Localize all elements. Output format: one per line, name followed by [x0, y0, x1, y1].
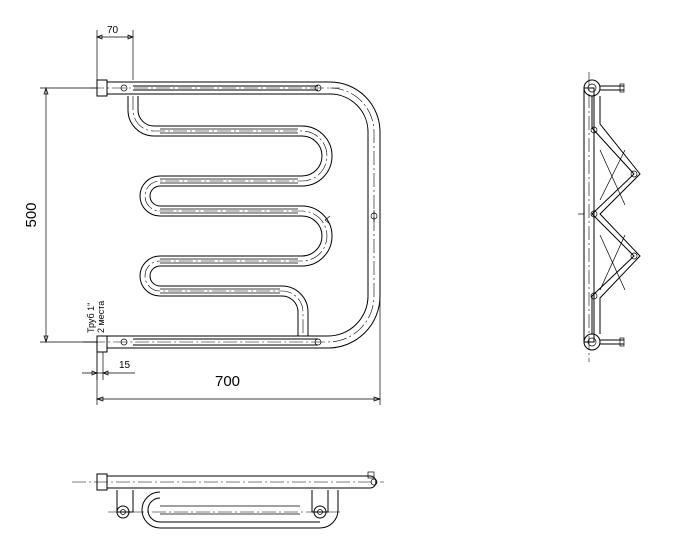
front-view: 70 500 700 15 Труб 1	[23, 25, 382, 405]
pipe-note-line2: 2 места	[96, 301, 106, 333]
bottom-pipe	[96, 335, 322, 353]
dimension-700-label: 700	[215, 373, 240, 390]
pipe-note-line1: Труб 1"	[86, 303, 96, 333]
dimension-70	[96, 30, 134, 80]
dimension-15-label: 15	[119, 360, 131, 371]
outer-frame-pipe	[90, 81, 381, 349]
dimension-70-label: 70	[107, 25, 119, 36]
serpentine-coil	[127, 96, 333, 336]
top-pipe	[90, 79, 340, 97]
dimension-500-label: 500	[23, 202, 40, 227]
top-view	[72, 471, 384, 529]
dimension-15	[82, 352, 135, 380]
side-view	[578, 72, 641, 362]
